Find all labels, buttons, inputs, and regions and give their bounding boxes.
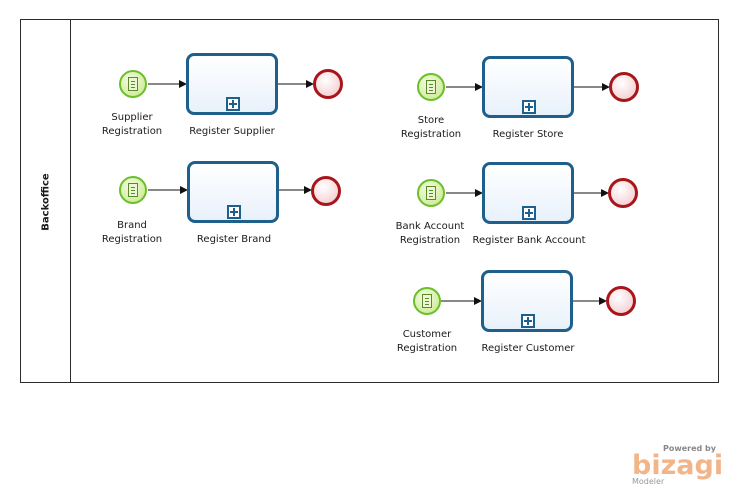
bizagi-watermark: Powered by bizagi Modeler (628, 444, 724, 488)
start-event-label: Brand Registration (102, 219, 162, 247)
subprocess-task[interactable] (186, 53, 278, 115)
subprocess-task[interactable] (187, 161, 279, 223)
lane-header: Backoffice (21, 20, 71, 382)
start-event-message[interactable] (417, 73, 445, 101)
message-icon (128, 77, 138, 91)
subprocess-task[interactable] (482, 162, 574, 224)
end-event[interactable] (608, 178, 638, 208)
start-event-message[interactable] (119, 70, 147, 98)
end-event[interactable] (609, 72, 639, 102)
message-icon (426, 80, 436, 94)
start-label-line: Bank Account (395, 221, 465, 232)
pool: Backoffice (20, 19, 719, 383)
start-label-line: Registration (101, 234, 163, 245)
task-label: Register Brand (196, 234, 272, 245)
message-icon (128, 183, 138, 197)
start-label-line: Customer (402, 329, 452, 340)
start-label-line: Registration (101, 126, 163, 137)
task-label: Register Customer (481, 343, 575, 354)
collapsed-subprocess-icon (522, 206, 536, 220)
message-icon (422, 294, 432, 308)
start-label-line: Store (417, 115, 445, 126)
subprocess-task[interactable] (481, 270, 573, 332)
start-event-message[interactable] (413, 287, 441, 315)
end-event[interactable] (313, 69, 343, 99)
start-event-label: Customer Registration (397, 328, 457, 356)
start-label-line: Registration (396, 343, 458, 354)
message-icon (426, 186, 436, 200)
collapsed-subprocess-icon (226, 97, 240, 111)
start-event-label: Bank Account Registration (396, 220, 465, 248)
start-event-message[interactable] (417, 179, 445, 207)
start-event-label: Supplier Registration (102, 111, 162, 139)
end-event[interactable] (606, 286, 636, 316)
start-label-line: Brand (117, 220, 147, 231)
task-label: Register Bank Account (472, 235, 586, 246)
modeler-text: Modeler (632, 477, 665, 486)
collapsed-subprocess-icon (522, 100, 536, 114)
task-label: Register Store (492, 129, 564, 140)
subprocess-task[interactable] (482, 56, 574, 118)
start-label-line: Registration (399, 235, 461, 246)
end-event[interactable] (311, 176, 341, 206)
task-label: Register Supplier (189, 126, 275, 137)
start-event-label: Store Registration (401, 114, 461, 142)
collapsed-subprocess-icon (521, 314, 535, 328)
start-label-line: Supplier (111, 112, 153, 123)
start-label-line: Registration (400, 129, 462, 140)
powered-by-text: Powered by (663, 444, 716, 453)
bizagi-logo: bizagi (632, 450, 724, 481)
collapsed-subprocess-icon (227, 205, 241, 219)
start-event-message[interactable] (119, 176, 147, 204)
